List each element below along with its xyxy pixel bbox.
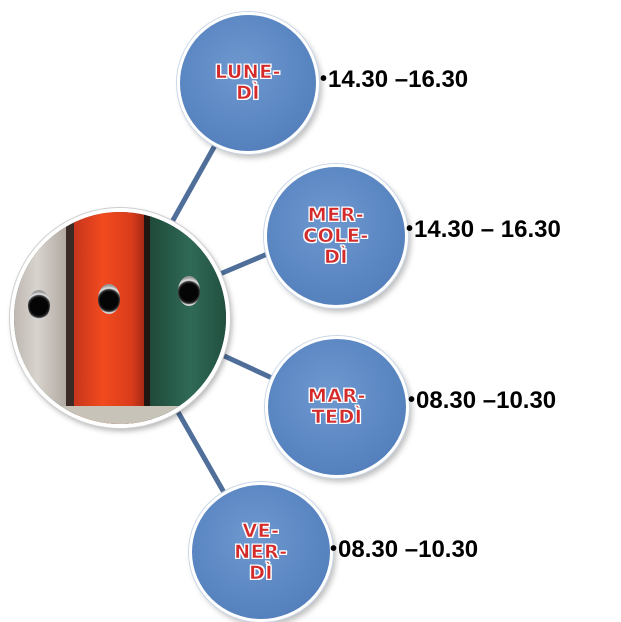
connector-lunedi	[169, 138, 221, 224]
bullet-icon: •	[320, 68, 328, 90]
binder-ring-hole	[98, 284, 120, 314]
binder-gap	[66, 212, 76, 424]
binder-ring-hole	[28, 290, 50, 320]
binder-ring-hole	[178, 276, 200, 306]
bullet-icon: •	[406, 218, 414, 240]
binder-gap	[144, 212, 152, 424]
day-node-lunedi: LUNE- DÌ	[177, 12, 319, 154]
day-node-martedi: MAR- TEDÌ	[265, 336, 409, 478]
day-node-venerdi: VE- NER- DÌ	[189, 482, 333, 622]
time-range: 08.30 –10.30	[416, 387, 557, 414]
time-range: 08.30 –10.30	[338, 536, 479, 563]
day-label: MER- COLE- DÌ	[303, 203, 369, 268]
time-martedi: •08.30 –10.30	[408, 387, 556, 415]
binder-red	[74, 212, 146, 424]
bullet-icon: •	[330, 538, 338, 560]
shelf-floor	[14, 406, 226, 424]
connector-mercoledi	[219, 249, 273, 277]
time-range: 14.30 –16.30	[328, 66, 469, 93]
time-mercoledi: •14.30 – 16.30	[406, 216, 561, 244]
time-lunedi: •14.30 –16.30	[320, 66, 468, 94]
bullet-icon: •	[408, 389, 416, 411]
day-label: LUNE- DÌ	[214, 61, 282, 104]
time-venerdi: •08.30 –10.30	[330, 536, 478, 564]
day-label: MAR- TEDÌ	[307, 385, 367, 428]
binders-photo	[10, 208, 230, 428]
time-range: 14.30 – 16.30	[414, 216, 561, 243]
day-node-mercoledi: MER- COLE- DÌ	[264, 164, 408, 308]
connector-martedi	[218, 351, 274, 381]
binder-green	[150, 212, 226, 424]
connector-venerdi	[175, 410, 229, 498]
day-label: VE- NER- DÌ	[234, 519, 288, 584]
